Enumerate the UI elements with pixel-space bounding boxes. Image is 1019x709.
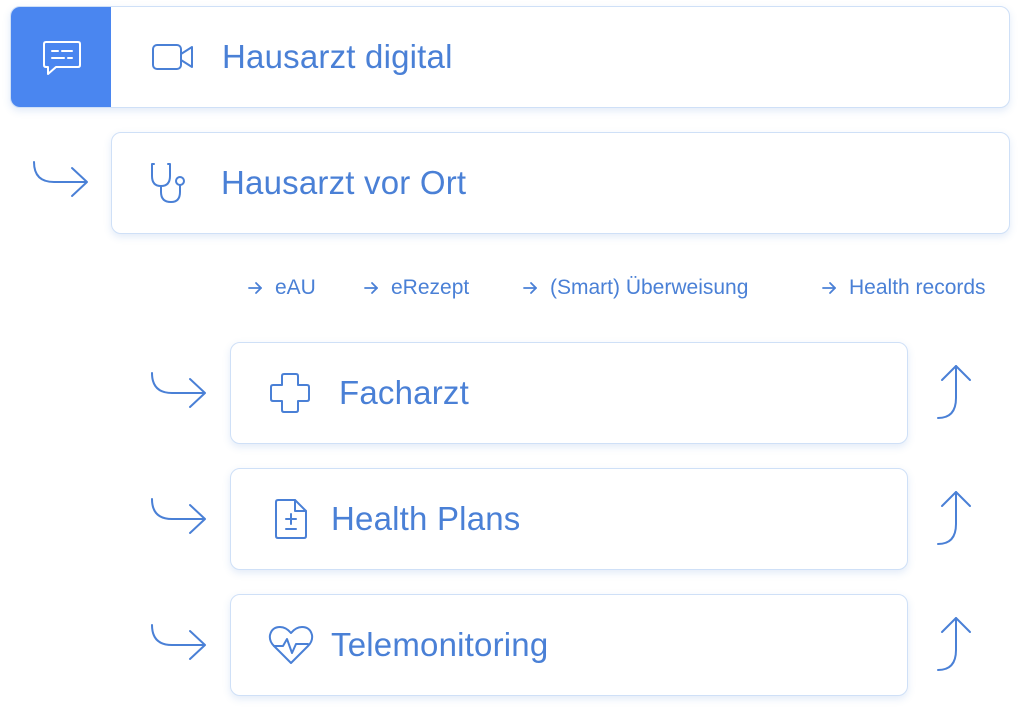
heart-pulse-icon xyxy=(268,626,314,664)
card-health-plans[interactable]: Health Plans xyxy=(230,468,908,570)
medical-cross-icon xyxy=(270,373,310,413)
document-plus-minus-icon xyxy=(275,499,307,539)
card-label: Hausarzt digital xyxy=(222,38,453,75)
card-label: Health Plans xyxy=(331,500,521,537)
sub-link-erezept[interactable]: eRezept xyxy=(363,276,469,300)
sub-link-health-records[interactable]: Health records xyxy=(821,276,986,300)
curved-arrow-up-icon xyxy=(937,491,971,545)
curved-arrow-up-icon xyxy=(937,365,971,419)
curved-arrow-right-icon xyxy=(151,372,206,408)
curved-arrow-right-icon xyxy=(33,161,88,197)
card-telemonitoring[interactable]: Telemonitoring xyxy=(230,594,908,696)
arrow-right-icon xyxy=(248,282,262,294)
sub-link-label: Health records xyxy=(849,276,986,299)
curved-arrow-right-icon xyxy=(151,624,206,660)
card-label: Facharzt xyxy=(339,374,469,411)
video-camera-icon xyxy=(152,44,193,70)
sub-link-label: eAU xyxy=(275,276,316,299)
curved-arrow-up-icon xyxy=(937,617,971,671)
sub-link-label: eRezept xyxy=(391,276,470,299)
arrow-right-icon xyxy=(364,282,378,294)
card-hausarzt-digital[interactable]: Hausarzt digital xyxy=(10,6,1010,108)
sub-link-label: (Smart) Überweisung xyxy=(550,276,749,299)
card-hausarzt-vor-ort[interactable]: Hausarzt vor Ort xyxy=(111,132,1010,234)
curved-arrow-right-icon xyxy=(151,498,206,534)
arrow-right-icon xyxy=(822,282,836,294)
chat-block[interactable] xyxy=(11,7,111,107)
arrow-right-icon xyxy=(523,282,537,294)
card-facharzt[interactable]: Facharzt xyxy=(230,342,908,444)
sub-link-smart-ueberweisung[interactable]: (Smart) Überweisung xyxy=(522,276,748,300)
chat-message-icon xyxy=(43,41,81,75)
sub-link-eau[interactable]: eAU xyxy=(247,276,316,300)
card-label: Telemonitoring xyxy=(331,626,549,663)
card-label: Hausarzt vor Ort xyxy=(221,164,467,201)
stethoscope-icon xyxy=(151,163,185,203)
